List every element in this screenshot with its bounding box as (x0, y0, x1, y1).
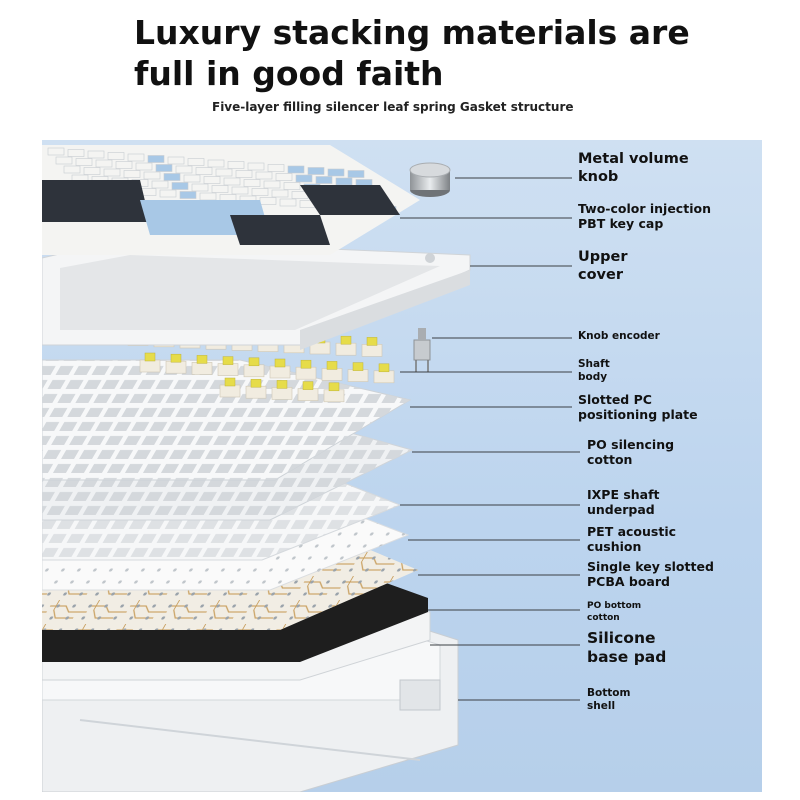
switch (271, 380, 293, 400)
page-subtitle: Five-layer filling silencer leaf spring … (212, 100, 574, 114)
keycap (231, 186, 249, 195)
keycap (199, 192, 217, 201)
keycap (55, 156, 73, 165)
page-title: Luxury stacking materials are full in go… (134, 13, 690, 93)
keycap (127, 153, 145, 162)
switch (165, 353, 187, 374)
label-pcba-board: Single key slotted PCBA board (587, 559, 714, 589)
label-pc-positioning-plate: Slotted PC positioning plate (578, 392, 698, 422)
keycap (223, 177, 241, 186)
keycap (191, 183, 209, 192)
keycap (271, 189, 289, 198)
leader-lines (400, 177, 580, 701)
keycap (335, 177, 353, 186)
label-po-silencing-cotton: PO silencing cotton (587, 437, 675, 467)
label-bottom-shell: Bottom shell (587, 687, 631, 712)
switch (139, 352, 161, 373)
keycap-layer (42, 145, 420, 255)
keycap (87, 150, 105, 159)
keycap (287, 165, 305, 174)
keycap (147, 155, 165, 163)
keycap (243, 179, 261, 187)
keycap (167, 156, 185, 165)
switch (321, 361, 343, 381)
label-shaft-body: Shaft body (578, 358, 610, 383)
keycap (95, 159, 113, 168)
keycap (75, 158, 93, 166)
switch (335, 335, 357, 356)
label-silicone-base-pad: Silicone base pad (587, 629, 667, 666)
knob-encoder (413, 328, 431, 372)
keycap (295, 174, 313, 183)
keycap (171, 182, 189, 190)
keycap (151, 180, 169, 189)
switch (361, 337, 383, 357)
keycap (247, 162, 265, 171)
switch (295, 359, 317, 380)
keycap (163, 173, 181, 181)
keycap (115, 161, 133, 169)
switch (347, 362, 369, 382)
keycap (327, 168, 345, 177)
keycap (143, 171, 161, 180)
keycap (267, 164, 285, 172)
keycap (259, 197, 277, 205)
label-pet-acoustic-cushion: PET acoustic cushion (587, 524, 677, 554)
keycap (155, 164, 173, 172)
keycap (159, 189, 177, 198)
label-po-bottom-cotton: PO bottom cotton (587, 601, 642, 623)
switch (373, 363, 395, 384)
keycap (227, 161, 245, 169)
label-metal-volume-knob: Metal volume knob (578, 151, 689, 185)
keycap (279, 198, 297, 207)
label-knob-encoder: Knob encoder (578, 330, 660, 342)
switch (269, 358, 291, 379)
keycap (255, 171, 273, 180)
keycap (347, 170, 365, 178)
keycap (251, 188, 269, 196)
keycap (215, 168, 233, 177)
label-ixpe-shaft-underpad: IXPE shaft underpad (587, 487, 660, 517)
keycap (103, 168, 121, 177)
switch (219, 377, 241, 398)
switch (245, 378, 267, 399)
keycap (183, 174, 201, 183)
keycap (67, 149, 85, 157)
keycap (135, 162, 153, 171)
switch (243, 357, 265, 378)
label-upper-cover: Upper cover (578, 249, 628, 283)
keycap (195, 167, 213, 175)
switch (297, 381, 319, 401)
keycap (47, 147, 65, 156)
keycap (175, 165, 193, 174)
keycap (83, 167, 101, 175)
keycap (235, 170, 253, 178)
keycap (123, 170, 141, 178)
switch (323, 382, 345, 403)
keycap (275, 173, 293, 181)
keycap (179, 191, 197, 199)
keycap (283, 182, 301, 190)
metal-knob (409, 162, 451, 197)
label-pbt-keycap: Two-color injection PBT key cap (578, 201, 711, 231)
switch (217, 356, 239, 376)
keycap (307, 167, 325, 175)
keycap (187, 158, 205, 166)
keycap (63, 165, 81, 174)
keycap (207, 159, 225, 168)
keycap (263, 180, 281, 189)
keycap (203, 176, 221, 184)
upper-cover-layer (42, 239, 471, 350)
keycap (315, 176, 333, 184)
keycap (107, 152, 125, 160)
keycap (211, 185, 229, 193)
switch (191, 355, 213, 375)
